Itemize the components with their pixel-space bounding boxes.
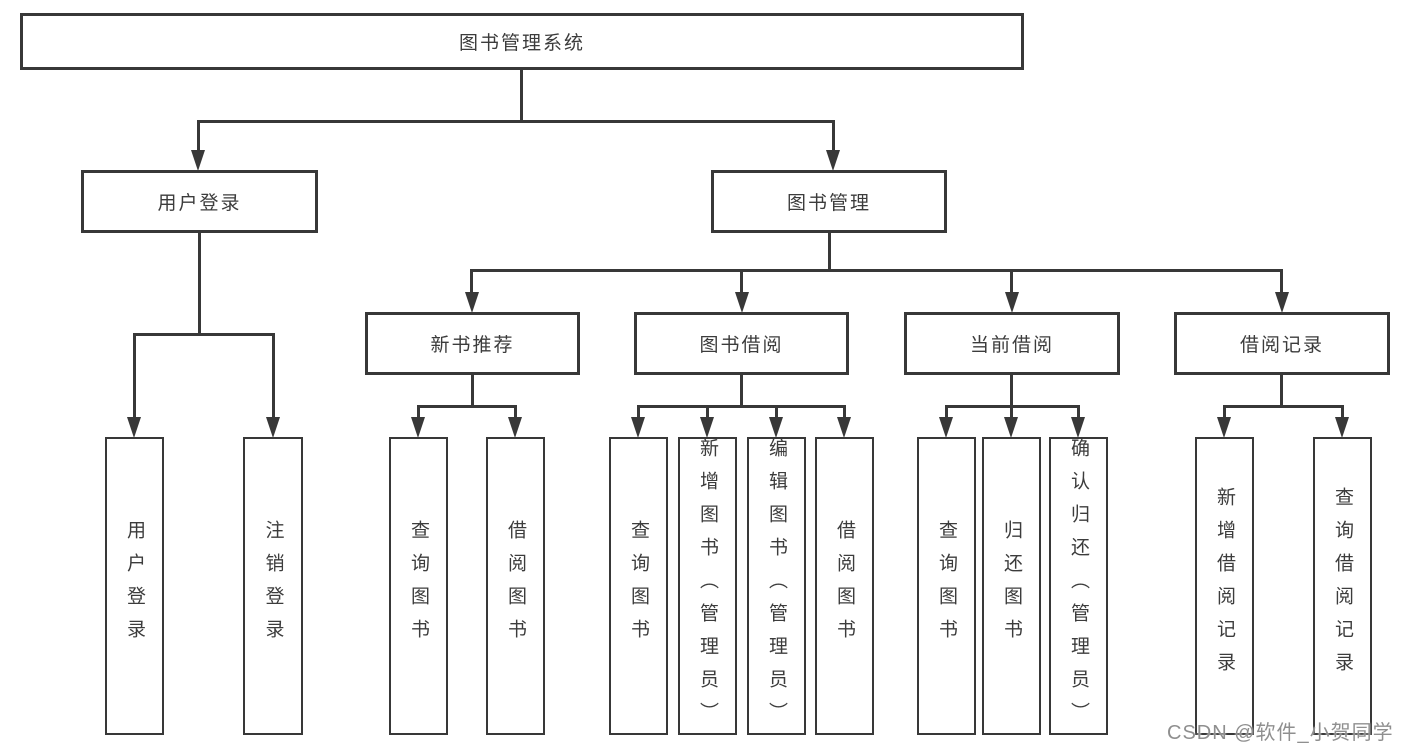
arrow-down-icon [769, 417, 783, 438]
connector-line [471, 375, 474, 408]
arrow-down-icon [826, 150, 840, 171]
connector-line [1223, 405, 1344, 408]
connector-line [272, 333, 275, 418]
arrow-down-icon [631, 417, 645, 438]
arrow-down-icon [837, 417, 851, 438]
arrow-down-icon [1335, 417, 1349, 438]
arrow-down-icon [127, 417, 141, 438]
connector-line [740, 269, 743, 294]
leaf-logout-label: 注销登录 [262, 520, 284, 652]
leaf-query-books-borrowing-label: 查询图书 [628, 520, 649, 652]
watermark: CSDN @软件_小贺同学 [1167, 722, 1394, 744]
leaf-query-borrow-record: 查询借阅记录 [1313, 437, 1372, 735]
leaf-user-login: 用户登录 [105, 437, 164, 735]
leaf-return-books-label: 归还图书 [1001, 520, 1022, 652]
connector-line [520, 70, 523, 122]
leaf-borrow-books-recommend-label: 借阅图书 [505, 520, 526, 652]
leaf-logout: 注销登录 [243, 437, 303, 735]
arrow-down-icon [939, 417, 953, 438]
connector-line [198, 233, 201, 336]
connector-line [706, 405, 709, 419]
node-borrowing-records: 借阅记录 [1174, 312, 1390, 375]
connector-line [843, 405, 846, 419]
connector-line [197, 120, 835, 123]
connector-line [1280, 375, 1283, 408]
connector-line [514, 405, 517, 419]
leaf-user-login-label: 用户登录 [124, 520, 145, 652]
leaf-confirm-return-admin: 确认归还（管理员） [1049, 437, 1108, 735]
arrow-down-icon [1004, 417, 1018, 438]
leaf-borrow-books-label: 借阅图书 [834, 520, 855, 652]
connector-line [1010, 269, 1013, 294]
connector-line [1341, 405, 1344, 419]
leaf-query-books-recommend: 查询图书 [389, 437, 448, 735]
connector-line [1280, 269, 1283, 294]
connector-line [133, 333, 275, 336]
leaf-query-borrow-record-label: 查询借阅记录 [1332, 487, 1353, 685]
connector-line [740, 375, 743, 408]
node-current-borrowing: 当前借阅 [904, 312, 1120, 375]
connector-line [470, 269, 473, 294]
connector-line [133, 333, 136, 418]
arrow-down-icon [1217, 417, 1231, 438]
connector-line [417, 405, 517, 408]
connector-line [828, 233, 831, 271]
connector-line [775, 405, 778, 419]
connector-line [637, 405, 846, 408]
arrow-down-icon [735, 292, 749, 313]
leaf-borrow-books: 借阅图书 [815, 437, 874, 735]
connector-line [470, 269, 1283, 272]
connector-line [832, 120, 835, 151]
connector-line [1010, 375, 1013, 408]
arrow-down-icon [465, 292, 479, 313]
leaf-add-borrow-record: 新增借阅记录 [1195, 437, 1254, 735]
arrow-down-icon [1275, 292, 1289, 313]
node-book-management: 图书管理 [711, 170, 947, 233]
connector-line [1010, 405, 1013, 419]
node-user-login: 用户登录 [81, 170, 318, 233]
connector-line [1077, 405, 1080, 419]
leaf-add-borrow-record-label: 新增借阅记录 [1214, 487, 1235, 685]
connector-line [1223, 405, 1226, 419]
leaf-query-books-recommend-label: 查询图书 [408, 520, 429, 652]
leaf-add-books-admin-label: 新增图书（管理员） [697, 437, 718, 735]
leaf-borrow-books-recommend: 借阅图书 [486, 437, 545, 735]
connector-line [945, 405, 948, 419]
arrow-down-icon [1005, 292, 1019, 313]
leaf-query-books-current: 查询图书 [917, 437, 976, 735]
node-library-system: 图书管理系统 [20, 13, 1024, 70]
leaf-return-books: 归还图书 [982, 437, 1041, 735]
node-new-book-recommendation: 新书推荐 [365, 312, 580, 375]
arrow-down-icon [508, 417, 522, 438]
leaf-query-books-current-label: 查询图书 [936, 520, 957, 652]
leaf-edit-books-admin: 编辑图书（管理员） [747, 437, 806, 735]
arrow-down-icon [1071, 417, 1085, 438]
connector-line [197, 120, 200, 151]
node-book-borrowing: 图书借阅 [634, 312, 849, 375]
arrow-down-icon [411, 417, 425, 438]
leaf-add-books-admin: 新增图书（管理员） [678, 437, 737, 735]
connector-line [637, 405, 640, 419]
arrow-down-icon [700, 417, 714, 438]
arrow-down-icon [266, 417, 280, 438]
leaf-confirm-return-admin-label: 确认归还（管理员） [1068, 437, 1089, 735]
leaf-edit-books-admin-label: 编辑图书（管理员） [766, 437, 787, 735]
connector-line [417, 405, 420, 419]
leaf-query-books-borrowing: 查询图书 [609, 437, 668, 735]
arrow-down-icon [191, 150, 205, 171]
